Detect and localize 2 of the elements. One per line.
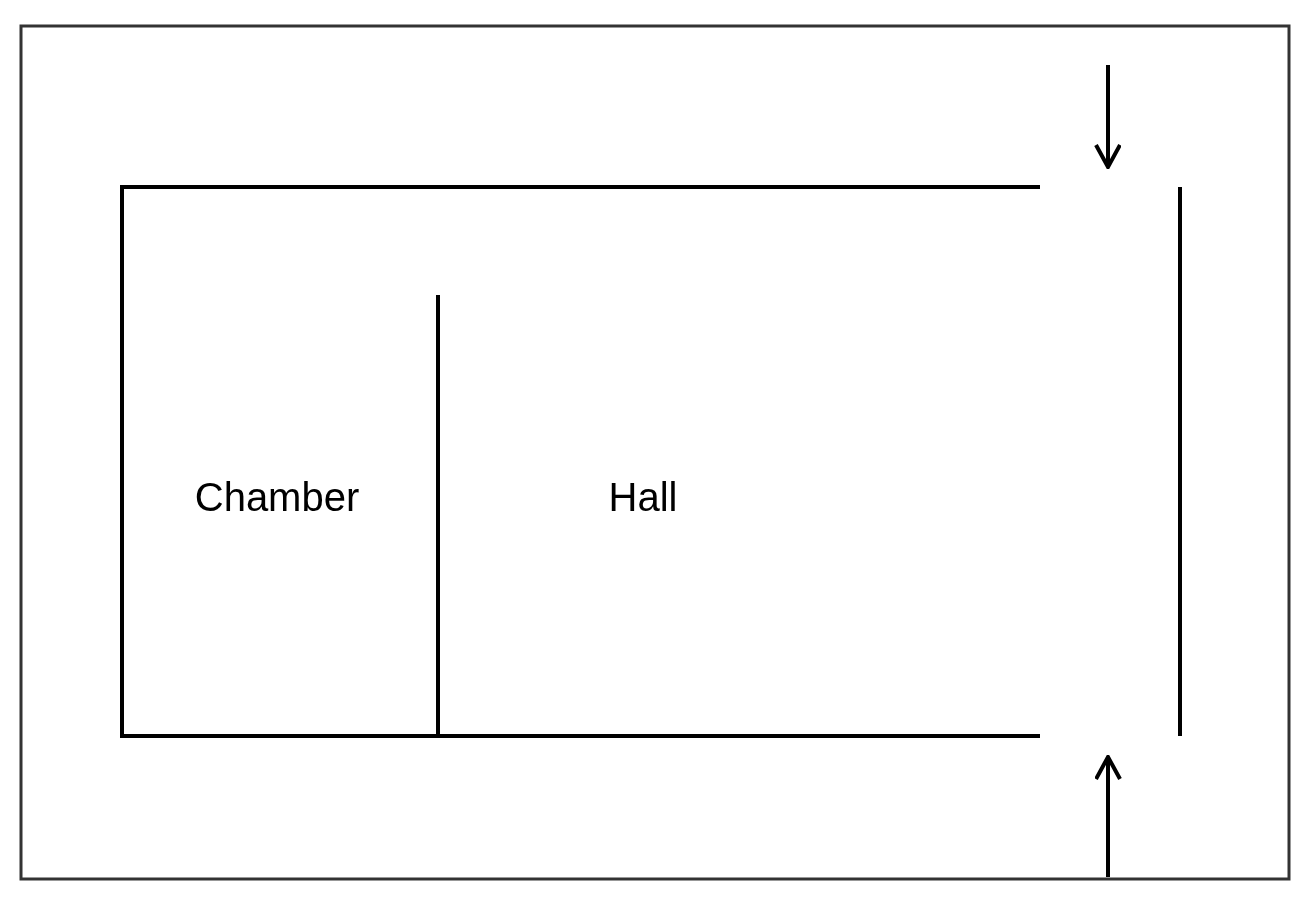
room-label: Hall (608, 477, 678, 517)
room-label: Chamber (194, 477, 360, 517)
